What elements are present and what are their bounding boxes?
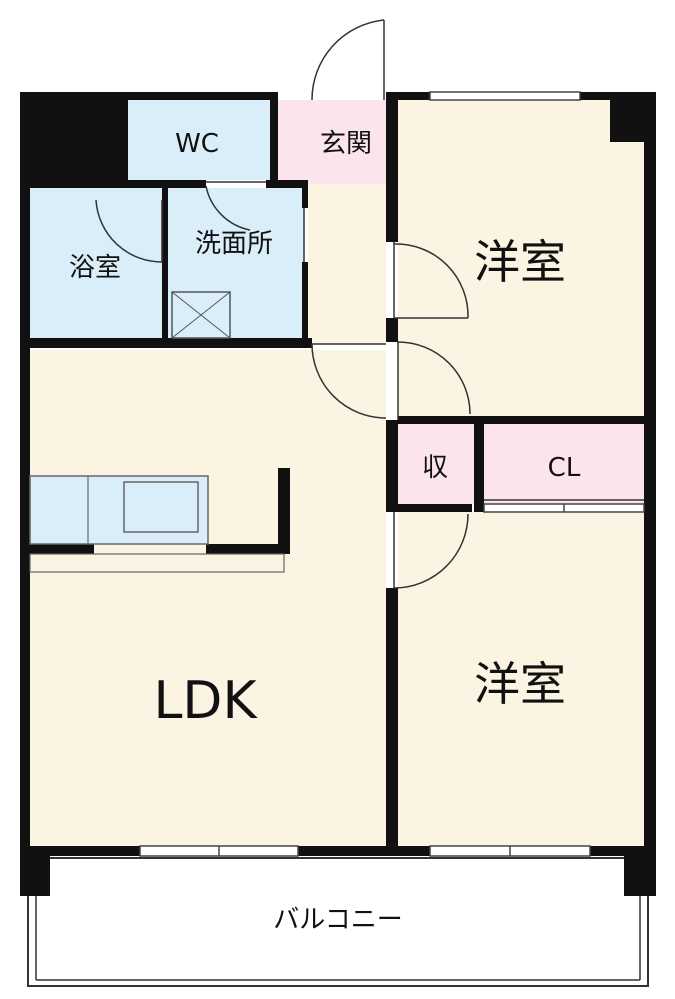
bath-room bbox=[30, 188, 162, 338]
washer-pan bbox=[171, 291, 231, 339]
wc-room bbox=[128, 100, 274, 180]
ldk-label: LDK bbox=[153, 671, 258, 731]
western-bottom-label: 洋室 bbox=[474, 657, 566, 711]
washroom-label: 洗面所 bbox=[195, 229, 273, 259]
western-room-bottom bbox=[398, 512, 644, 846]
storage-room bbox=[398, 424, 474, 504]
genkan-label: 玄関 bbox=[320, 129, 372, 159]
genkan-room bbox=[278, 100, 386, 184]
hall-floor bbox=[308, 184, 386, 344]
western-top-label: 洋室 bbox=[474, 235, 566, 289]
balcony-area bbox=[27, 857, 649, 987]
ldk-room bbox=[30, 350, 386, 846]
closet-label: CL bbox=[548, 453, 581, 483]
wc-label: WC bbox=[175, 129, 219, 159]
walls bbox=[20, 92, 656, 896]
washroom-room bbox=[168, 188, 304, 338]
bath-label: 浴室 bbox=[69, 253, 121, 283]
kitchen-counter bbox=[29, 475, 285, 573]
windows bbox=[139, 91, 645, 857]
washer-pan-mark bbox=[171, 291, 231, 339]
balcony-label: バルコニー bbox=[273, 905, 402, 935]
closet-room bbox=[484, 424, 644, 504]
doors bbox=[95, 19, 644, 589]
storage-label: 収 bbox=[422, 453, 448, 483]
